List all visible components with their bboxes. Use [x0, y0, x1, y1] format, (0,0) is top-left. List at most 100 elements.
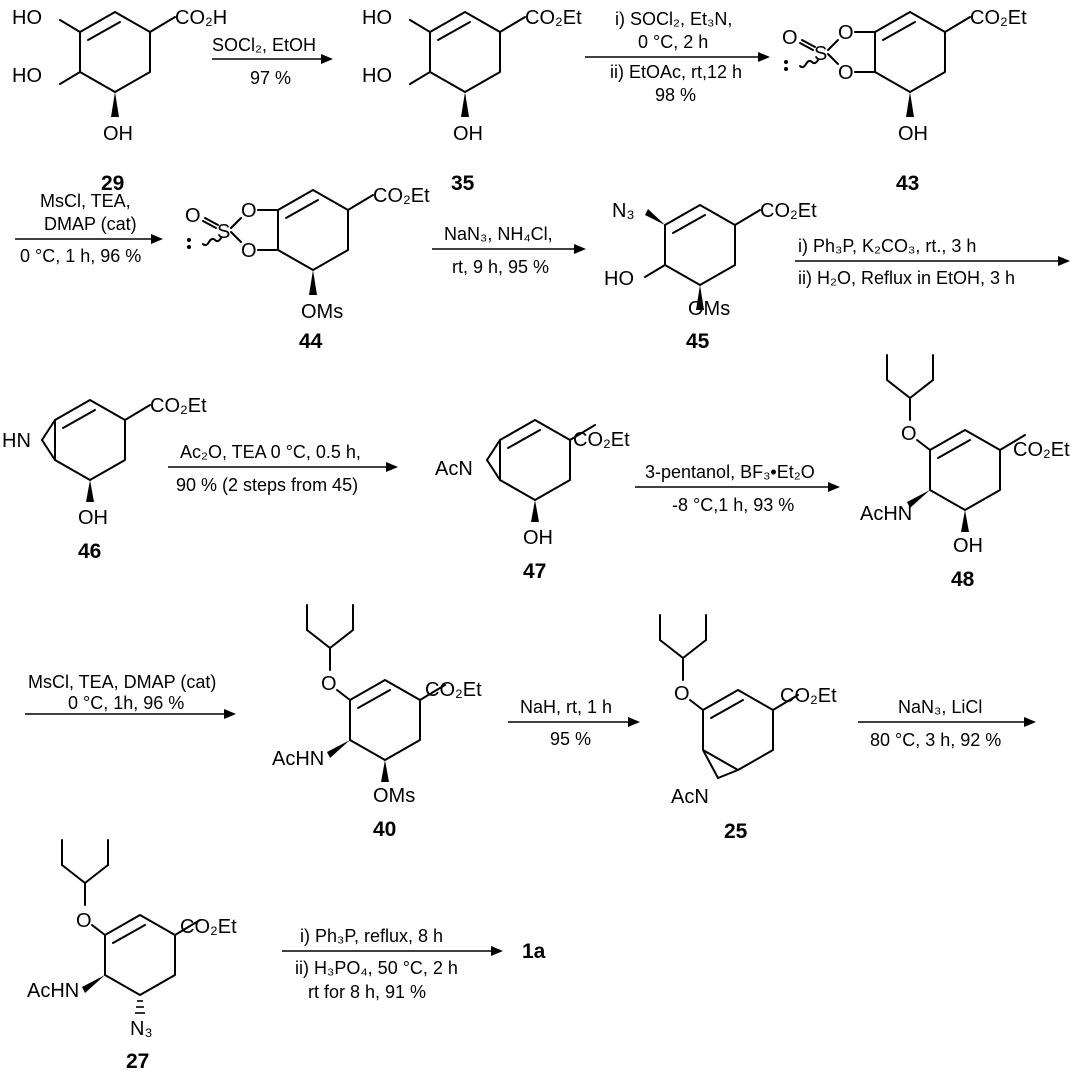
- compound-label: 27: [126, 1050, 149, 1073]
- step-yield: rt for 8 h, 91 %: [308, 982, 426, 1002]
- acetamido-group: AcHN: [272, 748, 324, 770]
- ho-group: HO: [604, 268, 634, 290]
- step-conditions: NaN₃, NH₄Cl,: [444, 224, 553, 244]
- step-conditions: 0 °C, 1h, 96 %: [68, 693, 184, 713]
- compound-label: 35: [451, 172, 475, 195]
- n-acetyl-group: AcN: [671, 786, 709, 808]
- reaction-arrow: [795, 256, 1070, 266]
- compound-label: 43: [896, 172, 919, 195]
- step-conditions: ii) EtOAc, rt,12 h: [610, 62, 742, 82]
- n-acetyl-group: AcN: [435, 458, 473, 480]
- step-conditions: i) SOCl₂, Et₃N,: [615, 9, 732, 29]
- nh-group: HN: [2, 430, 31, 452]
- compound-48: CO₂Et O AcHN OH 48: [860, 354, 1070, 591]
- compound-label: 40: [373, 818, 396, 841]
- compound-35: CO₂Et HO HO OH 35: [362, 7, 582, 195]
- compound-label: 25: [724, 820, 748, 843]
- o-atom: O: [782, 27, 798, 49]
- step-conditions: 0 °C, 2 h: [638, 32, 708, 52]
- step-yield: 97 %: [250, 68, 291, 88]
- oh-group: OH: [953, 535, 983, 557]
- acetamido-group: AcHN: [27, 980, 79, 1002]
- ester-group: CO₂Et: [573, 429, 630, 451]
- s-atom: S: [217, 221, 230, 243]
- step-conditions: DMAP (cat): [44, 214, 137, 234]
- step-conditions: i) Ph₃P, K₂CO₃, rt., 3 h: [798, 236, 976, 256]
- compound-25: CO₂Et O AcN 25: [659, 614, 837, 843]
- compound-44: CO₂Et O O S O OMs 44: [185, 185, 430, 353]
- ester-group: CO₂Et: [150, 395, 207, 417]
- step-yield: 95 %: [550, 729, 591, 749]
- oms-group: OMs: [301, 301, 343, 323]
- ether-oxygen: O: [76, 910, 92, 932]
- o-atom: O: [241, 240, 257, 262]
- o-atom: O: [838, 22, 854, 44]
- ether-oxygen: O: [901, 423, 917, 445]
- step-yield: 90 % (2 steps from 45): [176, 475, 358, 495]
- oh-group: OH: [453, 123, 483, 145]
- reaction-arrow: [282, 946, 503, 956]
- compound-43: CO₂Et O O S O OH 43: [782, 7, 1027, 195]
- step-conditions: MsCl, TEA, DMAP (cat): [28, 672, 216, 692]
- reaction-arrow: [635, 482, 840, 492]
- o-atom: O: [241, 200, 257, 222]
- ester-group: CO₂Et: [1013, 439, 1070, 461]
- s-atom: S: [814, 43, 827, 65]
- product-label: 1a: [522, 940, 546, 963]
- step-conditions: NaN₃, LiCl: [898, 697, 982, 717]
- step-conditions: 3-pentanol, BF₃•Et₂O: [645, 462, 815, 482]
- oh-group: OH: [103, 123, 133, 145]
- compound-label: 47: [523, 560, 546, 583]
- step-conditions: SOCl₂, EtOH: [212, 35, 316, 55]
- compound-47: CO₂Et AcN OH 47: [435, 419, 630, 583]
- oms-group: OMs: [373, 785, 415, 807]
- azide-group: N₃: [612, 200, 635, 222]
- compound-label: 29: [101, 172, 124, 195]
- step-yield: 80 °C, 3 h, 92 %: [870, 730, 1001, 750]
- oh-group: OH: [523, 527, 553, 549]
- compound-label: 44: [299, 330, 323, 353]
- compound-label: 48: [951, 568, 975, 591]
- ether-oxygen: O: [674, 683, 690, 705]
- compound-45: CO₂Et N₃ HO OMs 45: [604, 200, 817, 353]
- compound-label: 45: [686, 330, 710, 353]
- o-atom: O: [185, 205, 201, 227]
- reaction-arrow: [168, 462, 398, 472]
- compound-40: CO₂Et O AcHN OMs 40: [272, 604, 482, 841]
- step-conditions: Ac₂O, TEA 0 °C, 0.5 h,: [180, 442, 361, 462]
- reaction-arrow: [858, 717, 1036, 727]
- ho-group: HO: [362, 65, 392, 87]
- step-yield: 0 °C, 1 h, 96 %: [20, 246, 141, 266]
- oh-group: OH: [78, 507, 108, 529]
- step-conditions: MsCl, TEA,: [40, 191, 131, 211]
- ho-group: HO: [362, 7, 392, 29]
- reaction-arrow: [212, 54, 333, 64]
- ho-group: HO: [12, 65, 42, 87]
- reaction-arrow: [508, 717, 640, 727]
- o-atom: O: [838, 62, 854, 84]
- step-conditions: i) Ph₃P, reflux, 8 h: [300, 926, 443, 946]
- compound-label: 46: [78, 540, 101, 563]
- ester-group: CO₂Et: [525, 7, 582, 29]
- compound-29: CO₂H HO HO OH 29: [12, 7, 227, 195]
- ester-group: CO₂Et: [180, 916, 237, 938]
- oh-group: OH: [898, 123, 928, 145]
- ether-oxygen: O: [321, 673, 337, 695]
- compound-27: CO₂Et O AcHN N₃ 27: [27, 839, 237, 1073]
- azide-group: N₃: [130, 1018, 153, 1040]
- reaction-arrow: [432, 244, 586, 254]
- reaction-arrow: [585, 52, 770, 62]
- step-yield: 98 %: [655, 85, 696, 105]
- acid-group: CO₂H: [175, 7, 227, 29]
- step-conditions: ii) H₂O, Reflux in EtOH, 3 h: [798, 268, 1015, 288]
- ester-group: CO₂Et: [780, 685, 837, 707]
- ester-group: CO₂Et: [970, 7, 1027, 29]
- step-conditions: NaH, rt, 1 h: [520, 697, 612, 717]
- step-yield: rt, 9 h, 95 %: [452, 257, 549, 277]
- reaction-arrow: [25, 709, 236, 719]
- step-conditions: ii) H₃PO₄, 50 °C, 2 h: [295, 958, 458, 978]
- ester-group: CO₂Et: [373, 185, 430, 207]
- ester-group: CO₂Et: [425, 679, 482, 701]
- step-yield: -8 °C,1 h, 93 %: [672, 495, 794, 515]
